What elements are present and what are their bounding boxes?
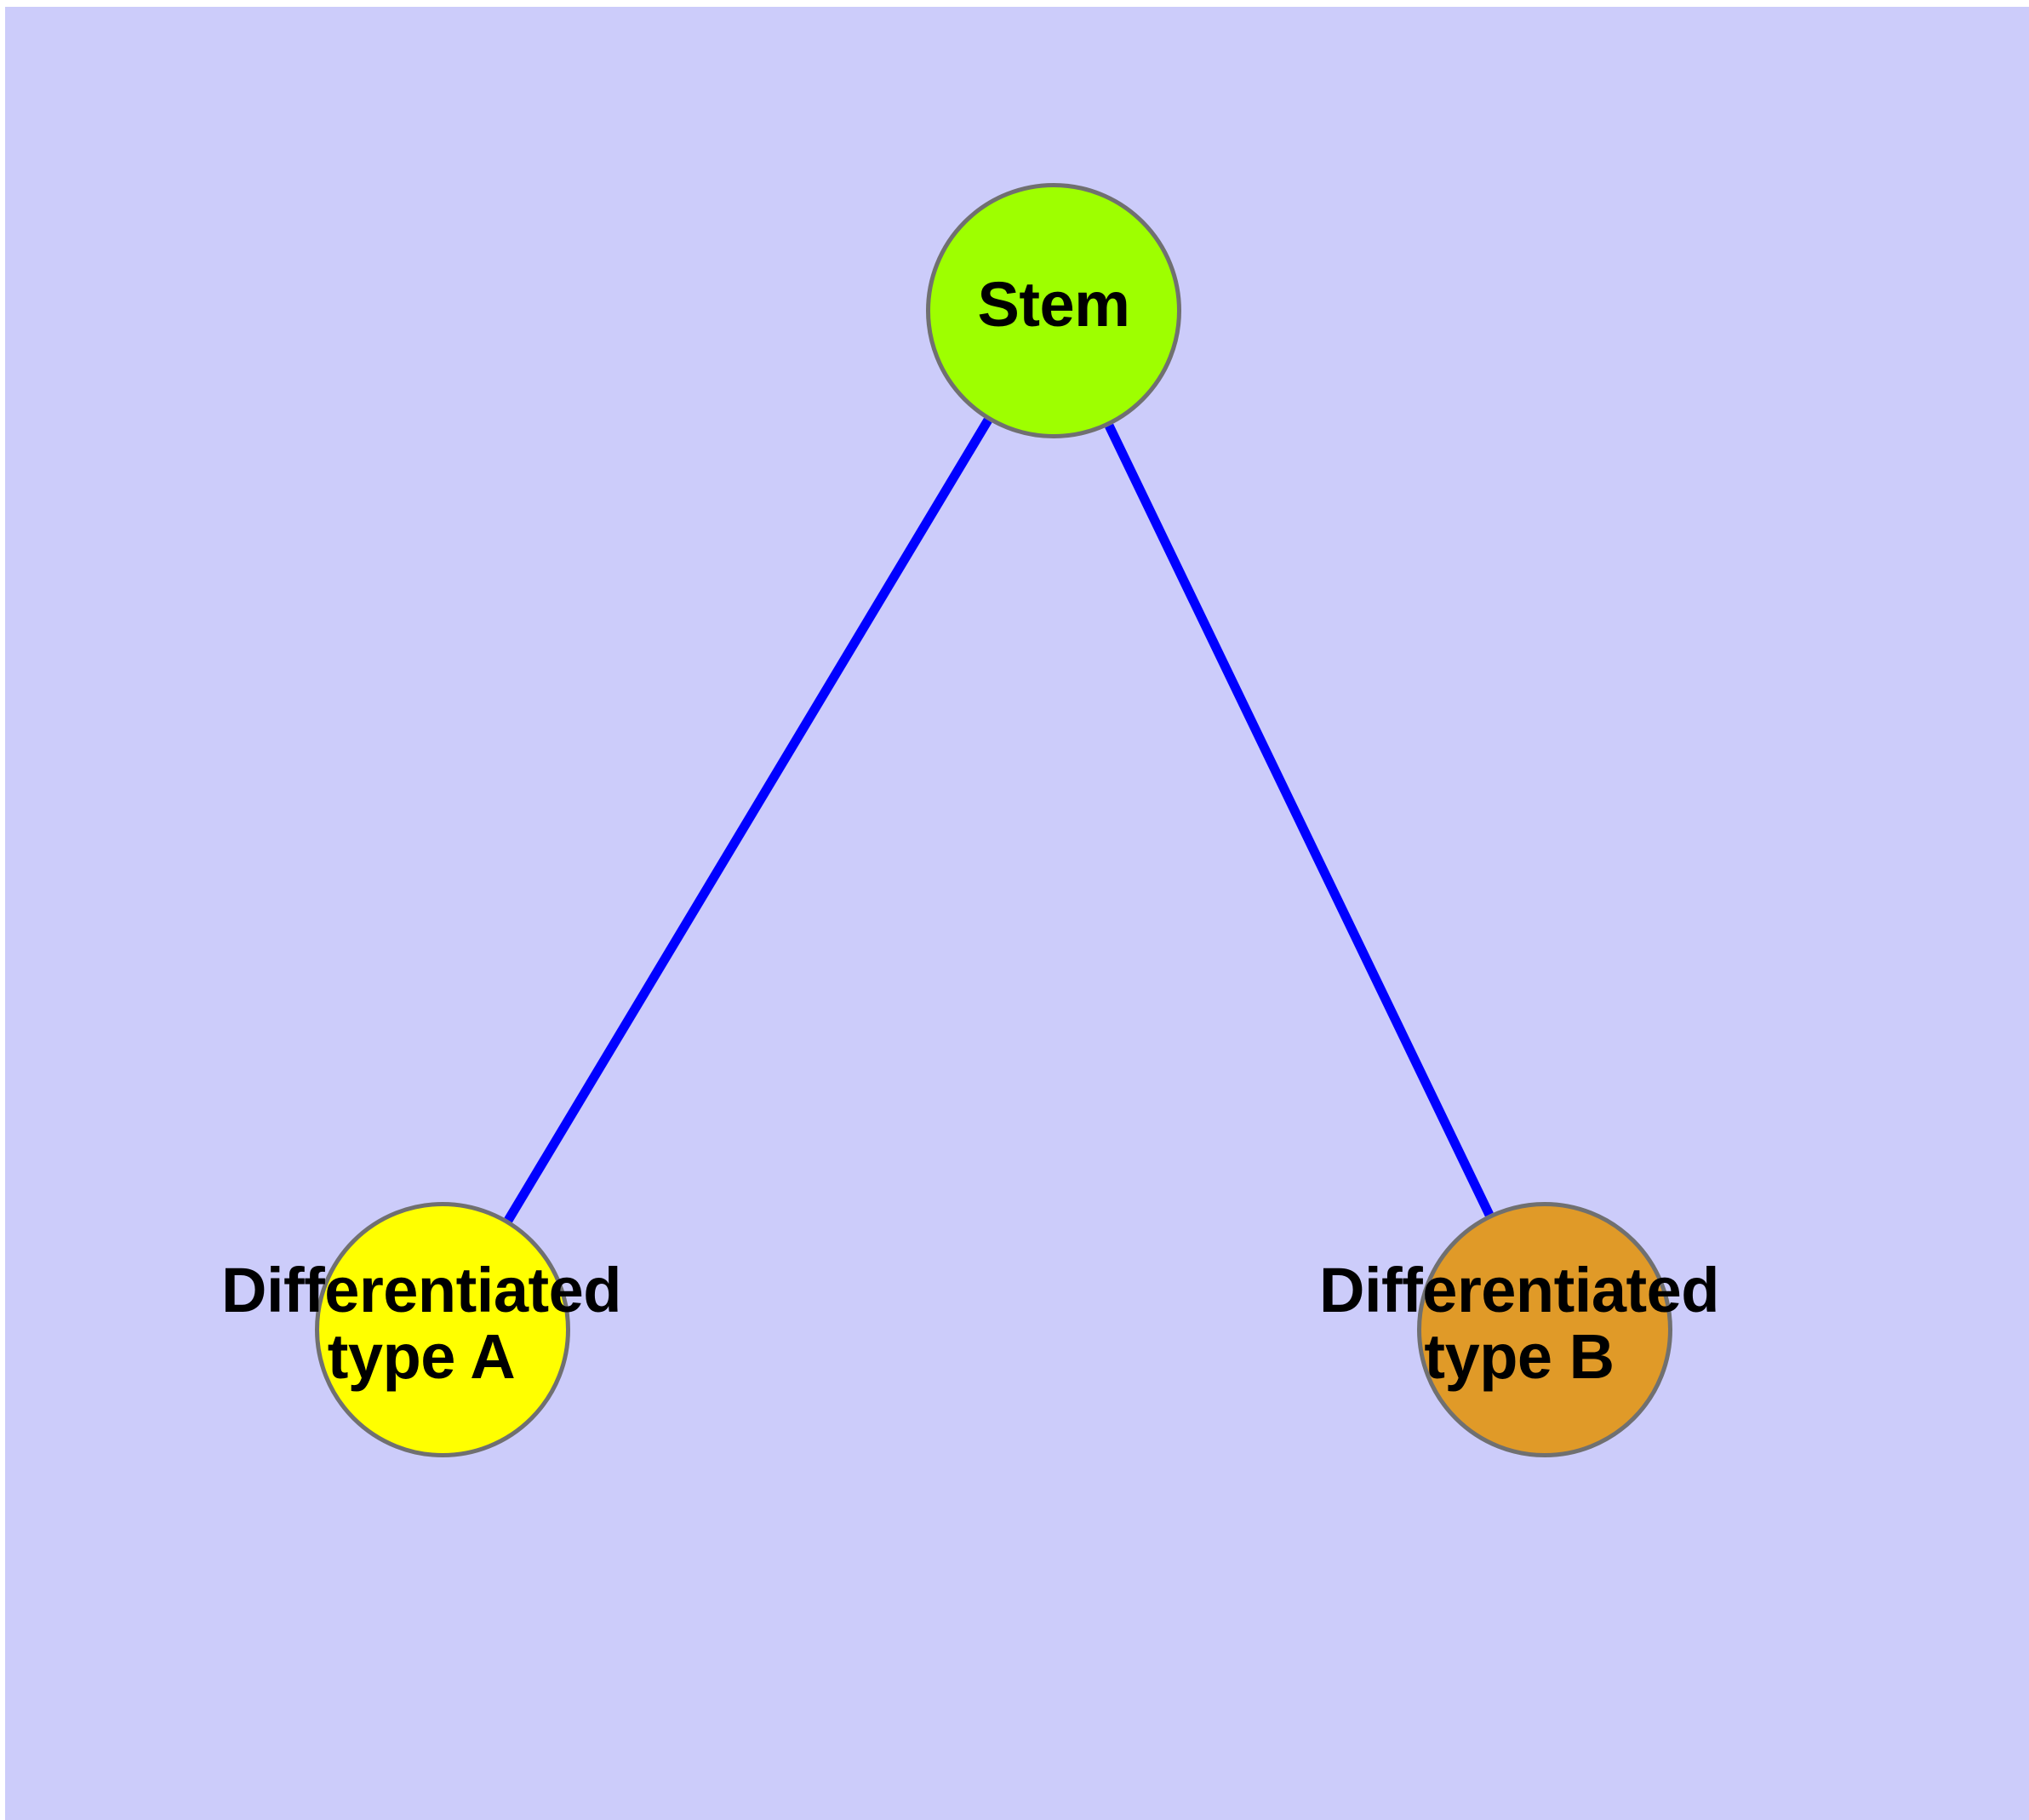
- node-circle-diff_a[interactable]: [315, 1202, 570, 1457]
- graph-edge: [504, 417, 992, 1223]
- node-circle-stem[interactable]: [926, 183, 1181, 438]
- node-circle-diff_b[interactable]: [1417, 1202, 1672, 1457]
- graph-edge: [1105, 423, 1494, 1217]
- edges-group: [504, 417, 1494, 1223]
